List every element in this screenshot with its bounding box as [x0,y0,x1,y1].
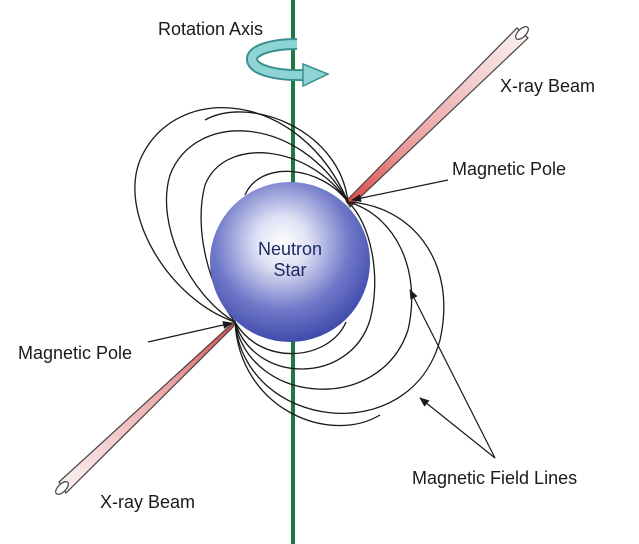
field-line-left-2 [165,130,349,323]
neutron-star-label: Neutron Star [240,239,340,280]
field-line-left-1 [134,107,349,323]
field-line-right-5 [234,321,381,427]
field-lines-pointer-1 [409,289,496,459]
xray-beam-top-label: X-ray Beam [500,76,596,96]
xray-beam-bottom [55,318,237,495]
neutron-star-label-line2: Star [273,259,307,280]
rotation-axis-label: Rotation Axis [158,19,264,39]
rotation-arrow-icon [245,38,330,88]
field-line-left-4 [244,170,349,203]
magnetic-pole-bottom-pointer [147,321,233,343]
field-lines-pointer-2 [419,397,496,459]
neutron-star-label-line1: Neutron [257,239,323,259]
magnetic-pole-top-label: Magnetic Pole [452,159,567,179]
magnetic-pole-top-pointer [351,179,449,203]
field-line-right-4 [234,321,347,355]
field-line-right-2 [234,201,413,390]
field-line-right-1 [234,201,445,415]
xray-beam-top [345,26,529,208]
magnetic-pole-bottom-label: Magnetic Pole [18,343,133,363]
xray-beam-bottom-label: X-ray Beam [100,492,196,512]
magnetic-field-lines-label: Magnetic Field Lines [412,468,578,488]
neutron-star [210,182,370,342]
field-line-right-3 [234,201,376,370]
field-line-left-5 [204,111,349,203]
